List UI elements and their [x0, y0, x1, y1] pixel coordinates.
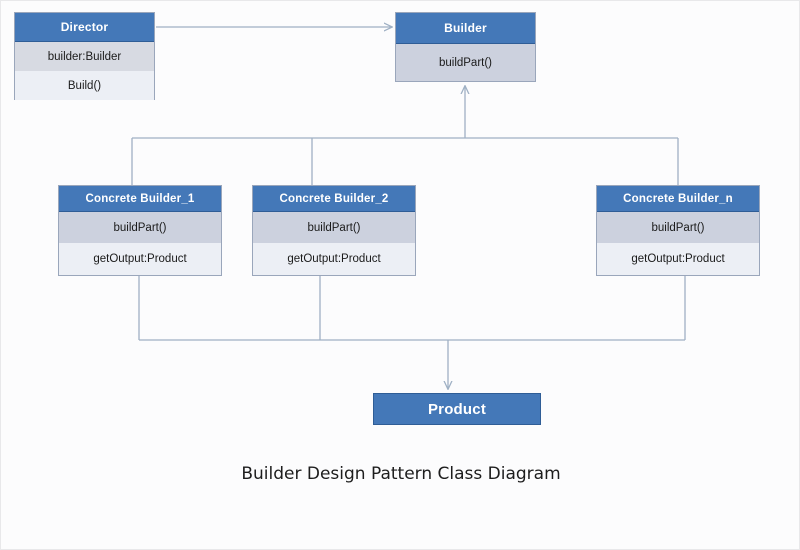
class-name-product: Product — [374, 394, 540, 424]
class-operation-builder-0: buildPart() — [396, 44, 535, 81]
class-name-builder: Builder — [396, 13, 535, 44]
class-box-concrete-builder-2[interactable]: Concrete Builder_2 buildPart() getOutput… — [252, 185, 416, 276]
class-operation-director-0: Build() — [15, 71, 154, 100]
class-box-concrete-builder-n[interactable]: Concrete Builder_n buildPart() getOutput… — [596, 185, 760, 276]
class-name-concrete-builder-1: Concrete Builder_1 — [59, 186, 221, 212]
class-box-builder[interactable]: Builder buildPart() — [395, 12, 536, 82]
class-operation-concrete-builder-n-0: getOutput:Product — [597, 243, 759, 274]
class-attribute-concrete-builder-n-0: buildPart() — [597, 212, 759, 243]
class-box-concrete-builder-1[interactable]: Concrete Builder_1 buildPart() getOutput… — [58, 185, 222, 276]
class-name-concrete-builder-2: Concrete Builder_2 — [253, 186, 415, 212]
edge-concrete-builders-to-builder — [131, 86, 679, 185]
class-attribute-concrete-builder-1-0: buildPart() — [59, 212, 221, 243]
class-name-director: Director — [15, 13, 154, 42]
edge-concrete-builders-to-product — [138, 276, 686, 389]
class-operation-concrete-builder-1-0: getOutput:Product — [59, 243, 221, 274]
class-attribute-director-0: builder:Builder — [15, 42, 154, 71]
class-operation-concrete-builder-2-0: getOutput:Product — [253, 243, 415, 274]
class-box-product[interactable]: Product — [373, 393, 541, 425]
class-attribute-concrete-builder-2-0: buildPart() — [253, 212, 415, 243]
class-name-concrete-builder-n: Concrete Builder_n — [597, 186, 759, 212]
diagram-caption: Builder Design Pattern Class Diagram — [241, 464, 561, 484]
class-box-director[interactable]: Director builder:Builder Build() — [14, 12, 155, 100]
